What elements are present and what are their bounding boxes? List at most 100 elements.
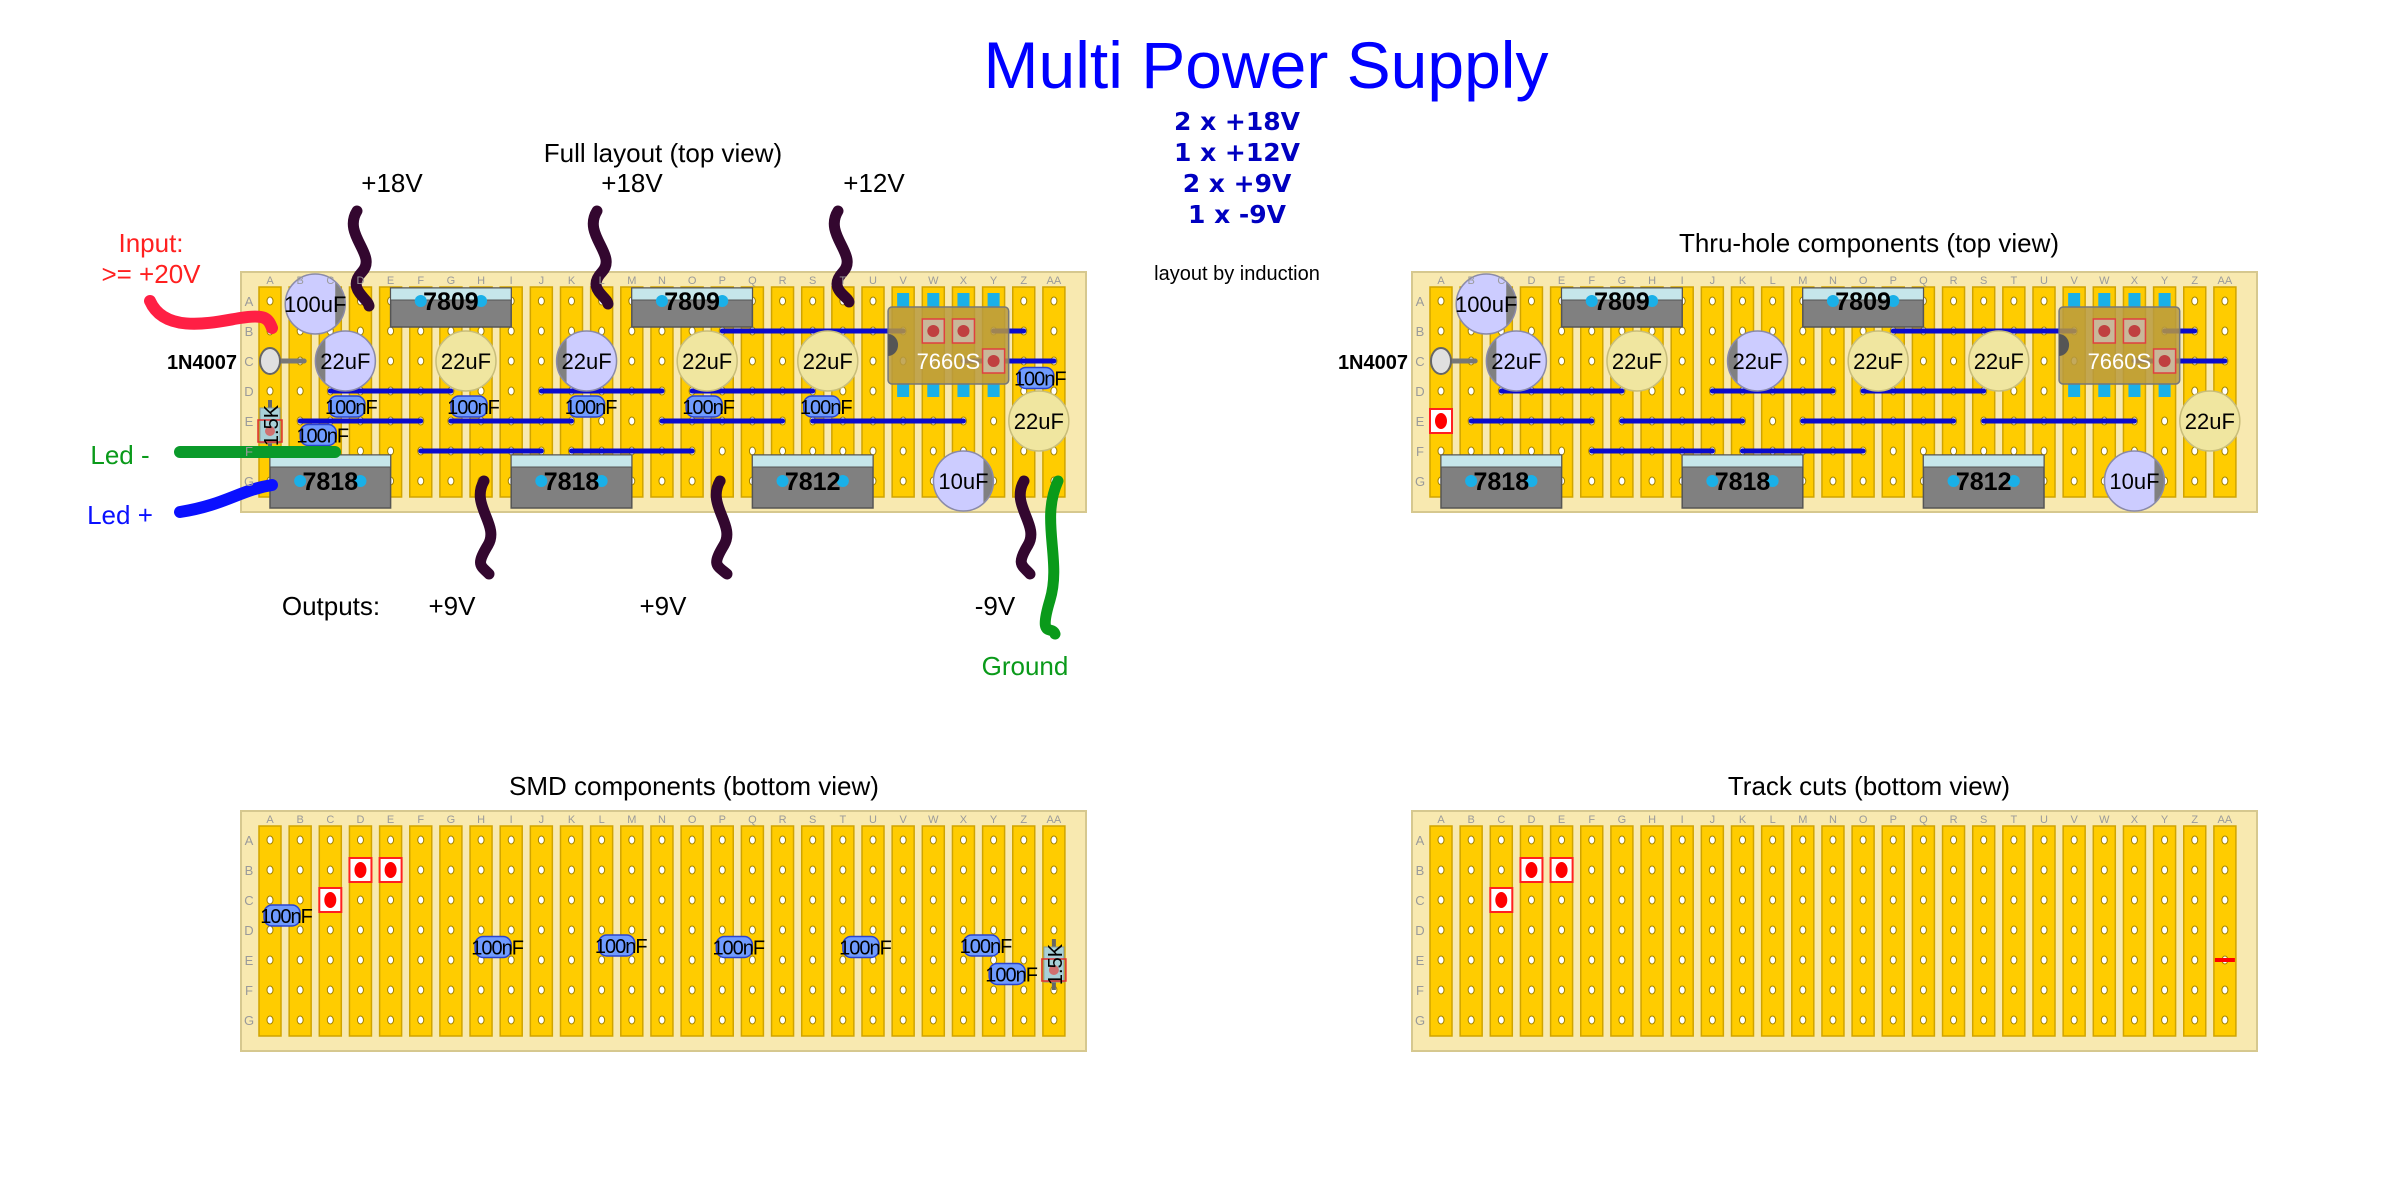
hole <box>2161 925 2169 935</box>
hole <box>779 446 787 456</box>
capacitor-body <box>1968 330 2030 392</box>
hole <box>507 925 515 935</box>
track-cut-dot <box>324 892 337 908</box>
capacitor-body <box>1847 330 1909 392</box>
hole <box>1558 955 1566 965</box>
hole <box>1618 476 1626 486</box>
hole <box>387 895 395 905</box>
hole <box>658 955 666 965</box>
hole <box>779 925 787 935</box>
hole <box>2191 985 2199 995</box>
hole <box>1829 925 1837 935</box>
hole <box>990 835 998 845</box>
column-label: A <box>1437 814 1445 826</box>
hole <box>1708 925 1716 935</box>
summary-line: 2 x +18V <box>1174 107 1301 136</box>
capacitor-22uF: 22uF <box>435 330 497 392</box>
capacitor-label: 22uF <box>1612 349 1662 374</box>
hole <box>899 446 907 456</box>
hole <box>507 895 515 905</box>
resistor-pad-dot <box>265 426 275 436</box>
hole <box>1678 985 1686 995</box>
smd-capacitor-body <box>567 395 606 418</box>
hole <box>990 865 998 875</box>
hole <box>779 356 787 366</box>
column-label: D <box>1527 814 1535 826</box>
resistor-1.5k: 1.5K <box>257 400 283 451</box>
ic-pin <box>2128 383 2141 397</box>
hole <box>2070 476 2078 486</box>
track-cut-dot <box>354 862 367 878</box>
label-input: Input: <box>118 228 183 258</box>
hole <box>628 835 636 845</box>
hole <box>296 386 304 396</box>
hole <box>477 1015 485 1025</box>
row-label: D <box>244 923 253 938</box>
capacitor-body <box>797 330 859 392</box>
row-label: F <box>245 983 253 998</box>
hole <box>2100 1015 2108 1025</box>
regulator-7809: 7809 <box>1560 287 1683 328</box>
hole <box>2070 955 2078 965</box>
hole <box>1467 955 1475 965</box>
capacitor-100nf: 100nF <box>682 395 736 419</box>
ic-pad-dot <box>2098 325 2111 337</box>
capacitor-22uF: 22uF <box>555 330 618 392</box>
hole <box>959 985 967 995</box>
diode-1n4007: 1N4007 <box>167 347 307 375</box>
hole <box>658 865 666 875</box>
regulator-pin <box>655 295 668 307</box>
hole <box>688 925 696 935</box>
hole <box>507 955 515 965</box>
column-label: Q <box>748 814 757 826</box>
column-label: H <box>477 814 485 826</box>
hole <box>2010 895 2018 905</box>
column-label: O <box>1859 275 1868 287</box>
column-label: K <box>568 814 576 826</box>
hole <box>417 955 425 965</box>
hole <box>1437 955 1445 965</box>
capacitor-body <box>1486 331 1547 391</box>
hole <box>1558 446 1566 456</box>
hole <box>2070 925 2078 935</box>
ic-pin <box>2128 293 2141 308</box>
ic-7660s: 7660S <box>2058 293 2181 397</box>
row-label: B <box>245 863 254 878</box>
hole <box>2221 985 2229 995</box>
hole <box>718 1015 726 1025</box>
hole <box>869 895 877 905</box>
column-label: G <box>1618 814 1627 826</box>
hole <box>1020 835 1028 845</box>
hole <box>2040 865 2048 875</box>
hole <box>1437 296 1445 306</box>
hole <box>1497 446 1505 456</box>
hole <box>2191 895 2199 905</box>
hole <box>1980 446 1988 456</box>
hole <box>1497 985 1505 995</box>
resistor-body <box>259 407 281 444</box>
capacitor-label: 22uF <box>441 349 491 374</box>
hole <box>628 925 636 935</box>
hole <box>296 895 304 905</box>
column-label: H <box>477 275 485 287</box>
polarity-stripe <box>1486 331 1497 391</box>
hole <box>356 446 364 456</box>
column-label: E <box>1558 275 1565 287</box>
hole <box>1527 955 1535 965</box>
capacitor-100nf: 100nF <box>839 935 893 960</box>
hole <box>1618 925 1626 935</box>
smd-capacitor-body <box>842 935 880 959</box>
hole <box>1739 955 1746 965</box>
hole <box>2161 895 2169 905</box>
hole <box>1678 955 1686 965</box>
wire-led-plus <box>174 479 278 518</box>
column-label: G <box>447 814 456 826</box>
regulator-pin <box>716 295 729 307</box>
hole <box>1980 985 1988 995</box>
hole <box>748 356 756 366</box>
hole <box>1769 955 1777 965</box>
hole <box>568 985 575 995</box>
hole <box>1980 296 1988 306</box>
